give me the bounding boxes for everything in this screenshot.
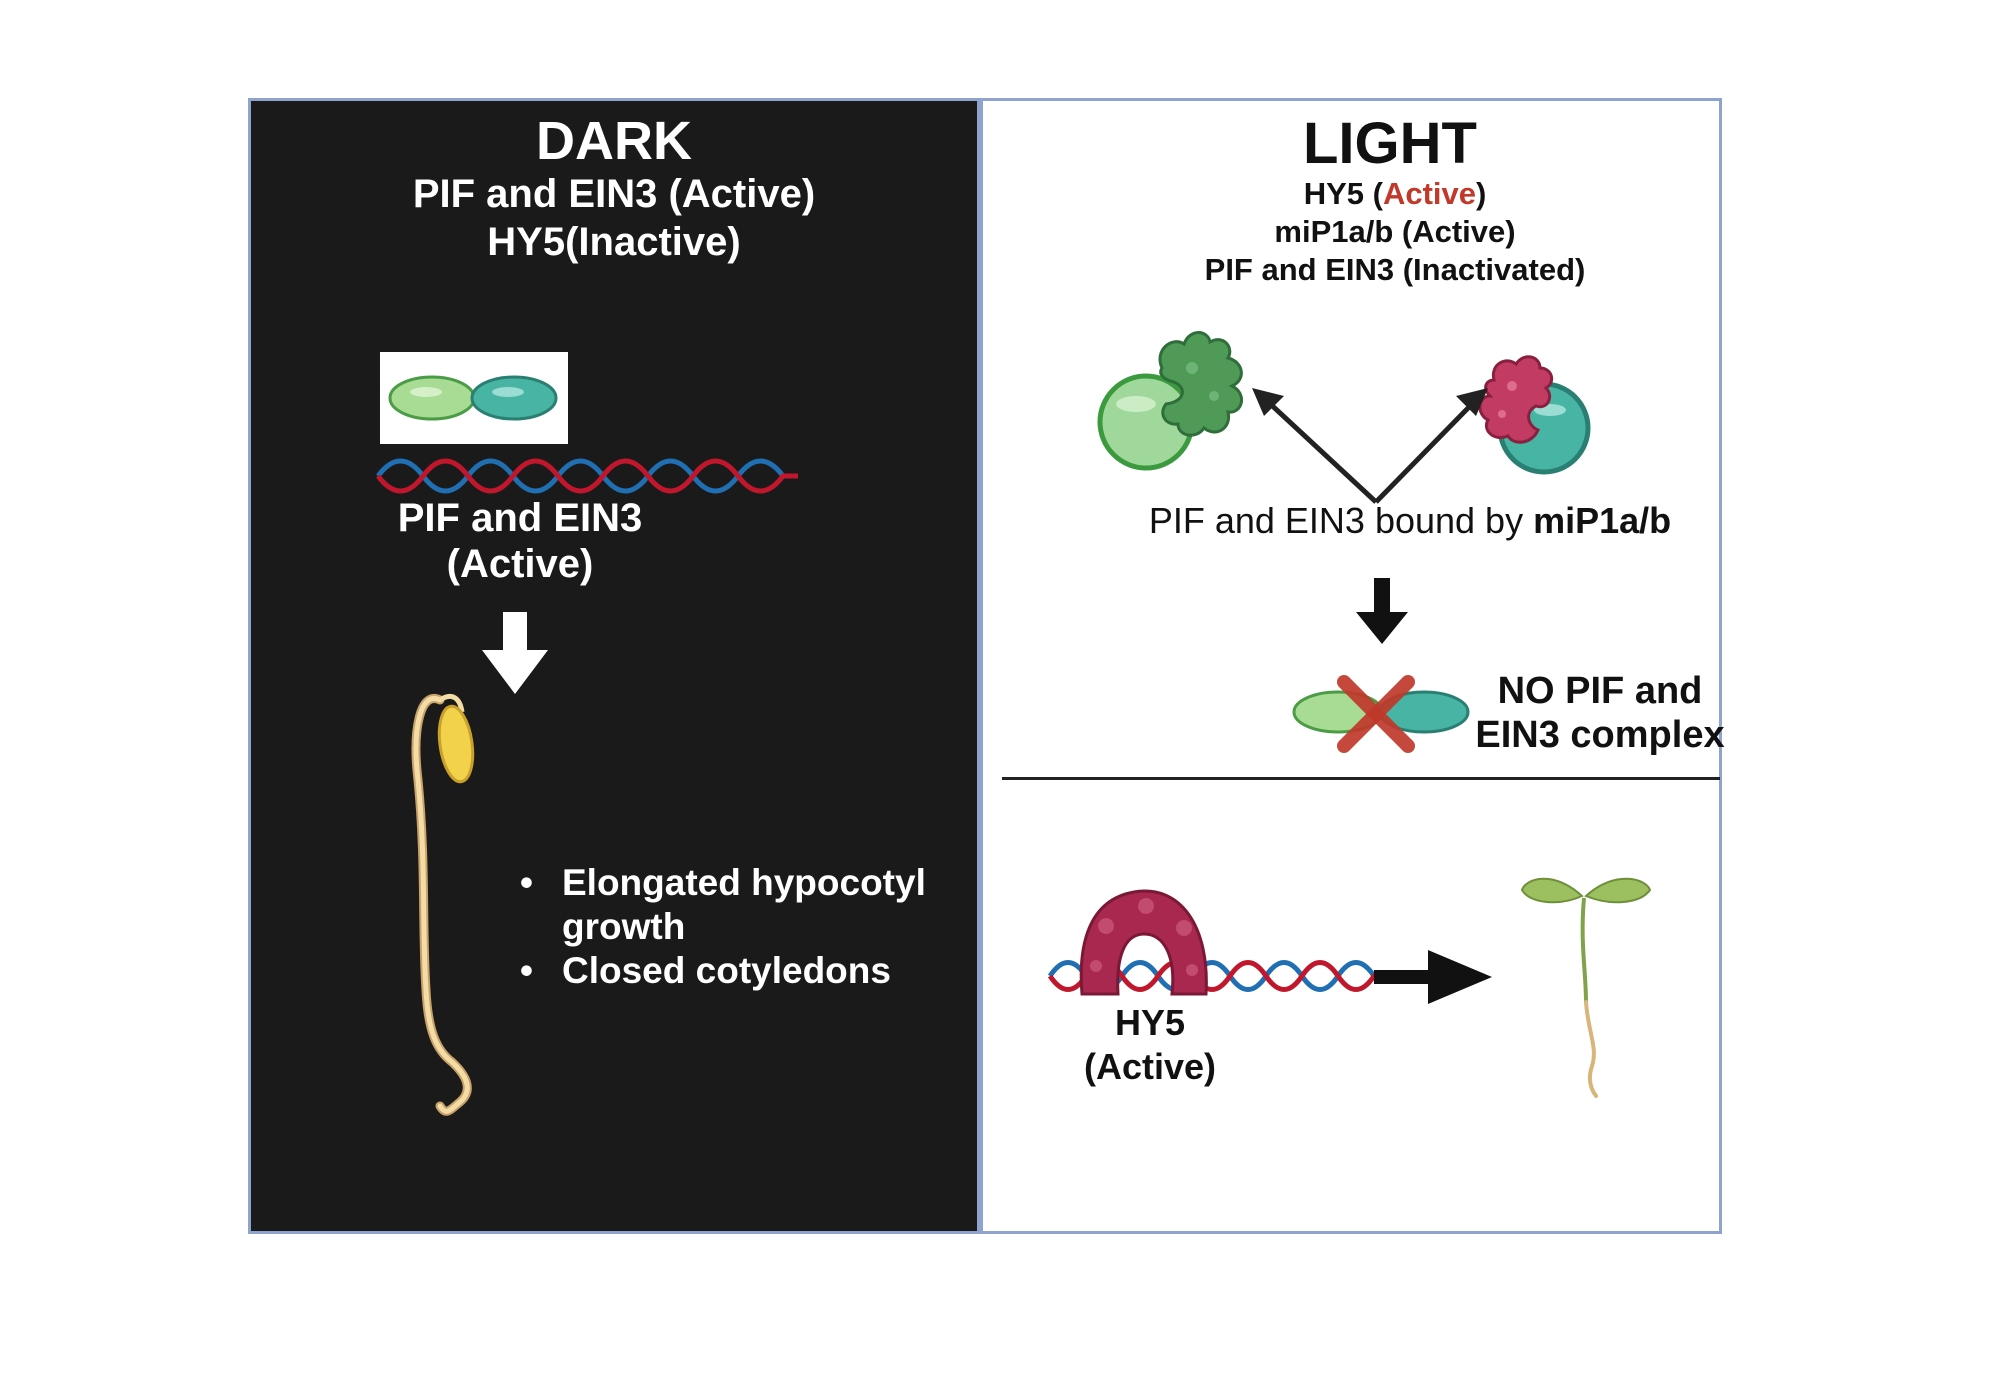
light-status-mip: miP1a/b (Active) <box>1274 214 1516 249</box>
right-arrow-icon <box>1374 950 1492 1004</box>
dark-panel <box>248 98 980 1234</box>
seedling-dark-icon <box>411 694 475 1116</box>
no-complex-line2: EIN3 complex <box>1475 714 1725 756</box>
bullet: • <box>520 950 533 991</box>
no-complex-line1: NO PIF and <box>1497 670 1703 712</box>
bound-text: PIF and EIN3 bound by miP1a/b <box>1148 500 1672 541</box>
light-title: LIGHT <box>1303 111 1477 176</box>
bullet: • <box>520 862 533 903</box>
outcome-text-2: Closed cotyledons <box>562 950 891 991</box>
dna-helix-icon <box>376 458 798 494</box>
hy5-label-line2: (Active) <box>1083 1046 1217 1087</box>
hy5-label-line1: HY5 <box>1114 1002 1186 1043</box>
hy5-active-word: Active <box>1382 176 1476 211</box>
v-arrows-icon <box>1252 388 1488 504</box>
down-arrow-black-icon <box>1356 578 1408 644</box>
dark-subtitle-line1: PIF and EIN3 (Active) <box>412 172 816 216</box>
dark-title: DARK <box>536 111 692 171</box>
light-panel <box>980 98 1722 1234</box>
dark-complex-label-line2: (Active) <box>446 542 594 586</box>
dark-subtitle-line2: HY5(Inactive) <box>487 220 741 264</box>
pif-ein3-complex-icon <box>388 375 558 421</box>
light-status-hy5: HY5 (Active) <box>1303 176 1487 211</box>
pif-mip-bound-icon <box>1097 331 1243 471</box>
dark-complex-label-line1: PIF and EIN3 <box>397 496 643 540</box>
outcome-item-2: • Closed cotyledons <box>520 950 891 992</box>
no-complex-icon <box>1292 675 1470 753</box>
hy5-protein-icon <box>1079 889 1208 996</box>
down-arrow-icon <box>482 612 548 694</box>
outcome-text-1b: growth <box>562 906 686 947</box>
light-status-pif: PIF and EIN3 (Inactivated) <box>1204 252 1586 287</box>
section-divider <box>1002 777 1720 780</box>
seedling-light-icon <box>1520 877 1652 1098</box>
outcome-item-1: • Elongated hypocotyl <box>520 862 926 904</box>
outcome-text-1: Elongated hypocotyl <box>562 862 926 903</box>
